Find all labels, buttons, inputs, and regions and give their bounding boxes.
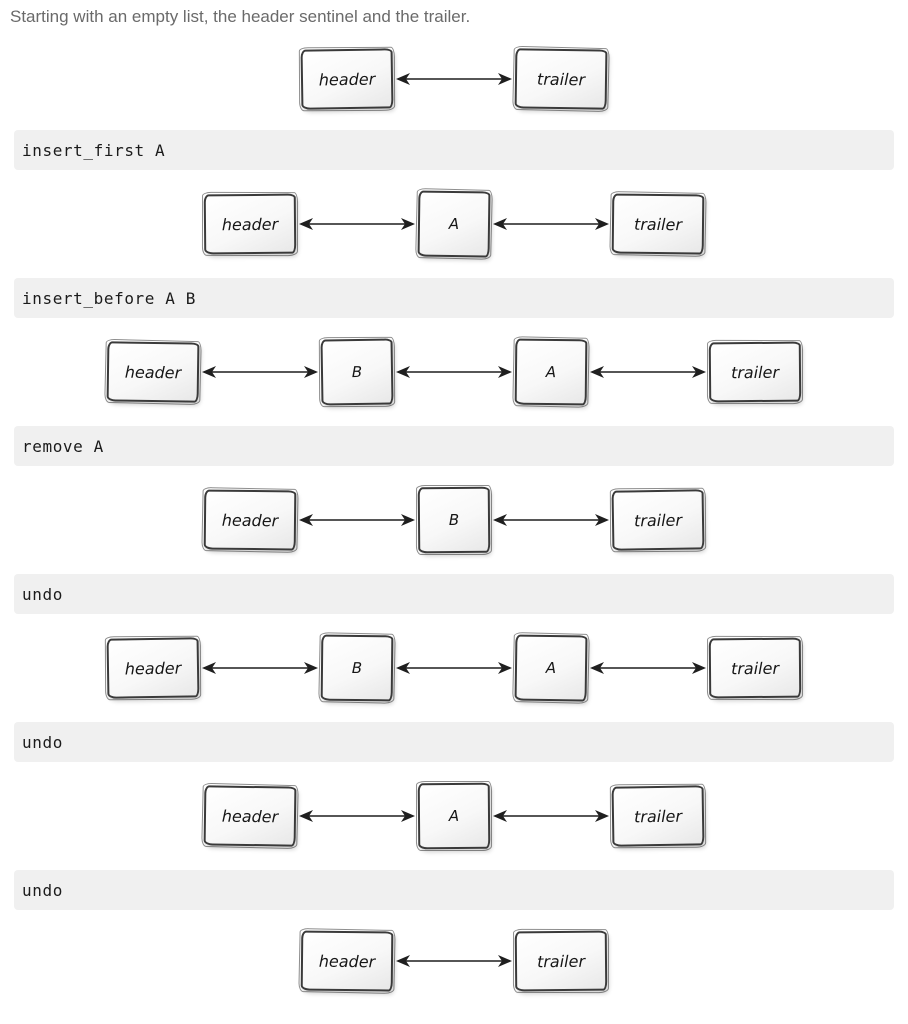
- node-label: A: [545, 362, 557, 382]
- command-bar: undo: [14, 574, 894, 614]
- node-label: header: [318, 69, 376, 89]
- node-label: header: [318, 951, 376, 971]
- node-header: header: [300, 48, 394, 110]
- command-bar: remove A: [14, 426, 894, 466]
- node-trailer: trailer: [611, 193, 705, 255]
- node-label: trailer: [536, 69, 586, 89]
- node-a: A: [514, 338, 588, 406]
- node-b: B: [320, 338, 394, 406]
- node-label: trailer: [730, 658, 780, 678]
- command-bar: undo: [14, 870, 894, 910]
- command-bar: insert_before A B: [14, 278, 894, 318]
- double-arrow: [299, 218, 415, 230]
- node-label: B: [351, 658, 363, 678]
- node-b: B: [417, 486, 491, 554]
- node-label: header: [221, 806, 279, 826]
- command-text: insert_first A: [22, 140, 166, 160]
- command-text: insert_before A B: [22, 288, 196, 308]
- node-a: A: [514, 634, 588, 702]
- command-text: undo: [22, 732, 63, 752]
- list-diagram: header B A trailer: [0, 318, 908, 426]
- double-arrow: [590, 662, 706, 674]
- node-trailer: trailer: [708, 637, 802, 699]
- node-trailer: trailer: [514, 930, 608, 992]
- node-label: trailer: [633, 510, 683, 530]
- node-header: header: [106, 341, 200, 403]
- node-label: trailer: [536, 951, 586, 971]
- double-arrow: [202, 662, 318, 674]
- node-label: A: [448, 806, 460, 826]
- intro-text: Starting with an empty list, the header …: [10, 7, 471, 26]
- node-label: B: [448, 510, 460, 530]
- node-b: B: [320, 634, 394, 702]
- node-label: header: [221, 214, 279, 234]
- node-header: header: [106, 637, 200, 699]
- node-label: header: [124, 658, 182, 678]
- node-trailer: trailer: [611, 489, 705, 551]
- node-a: A: [417, 190, 491, 258]
- double-arrow: [396, 662, 512, 674]
- double-arrow: [396, 366, 512, 378]
- double-arrow: [202, 366, 318, 378]
- list-diagram: header trailer: [0, 910, 908, 1012]
- double-arrow: [299, 810, 415, 822]
- command-bar: undo: [14, 722, 894, 762]
- node-header: header: [203, 785, 297, 847]
- command-text: undo: [22, 584, 63, 604]
- node-header: header: [300, 930, 394, 992]
- command-bar: insert_first A: [14, 130, 894, 170]
- node-trailer: trailer: [708, 341, 802, 403]
- list-diagram: header A trailer: [0, 762, 908, 870]
- node-header: header: [203, 193, 297, 255]
- node-trailer: trailer: [514, 48, 608, 110]
- double-arrow: [493, 218, 609, 230]
- node-trailer: trailer: [611, 785, 705, 847]
- list-diagram: header A trailer: [0, 170, 908, 278]
- node-label: header: [124, 362, 182, 382]
- list-diagram: header trailer: [0, 28, 908, 130]
- node-label: header: [221, 510, 279, 530]
- node-a: A: [417, 782, 491, 850]
- double-arrow: [396, 955, 512, 967]
- double-arrow: [590, 366, 706, 378]
- double-arrow: [493, 810, 609, 822]
- double-arrow: [396, 73, 512, 85]
- command-text: remove A: [22, 436, 104, 456]
- node-label: A: [545, 658, 557, 678]
- node-label: trailer: [633, 806, 683, 826]
- double-arrow: [493, 514, 609, 526]
- command-text: undo: [22, 880, 63, 900]
- list-diagram: header B trailer: [0, 466, 908, 574]
- node-label: A: [448, 214, 460, 234]
- list-diagram: header B A trailer: [0, 614, 908, 722]
- node-label: trailer: [633, 214, 683, 234]
- node-label: B: [351, 362, 363, 382]
- node-label: trailer: [730, 362, 780, 382]
- double-arrow: [299, 514, 415, 526]
- node-header: header: [203, 489, 297, 551]
